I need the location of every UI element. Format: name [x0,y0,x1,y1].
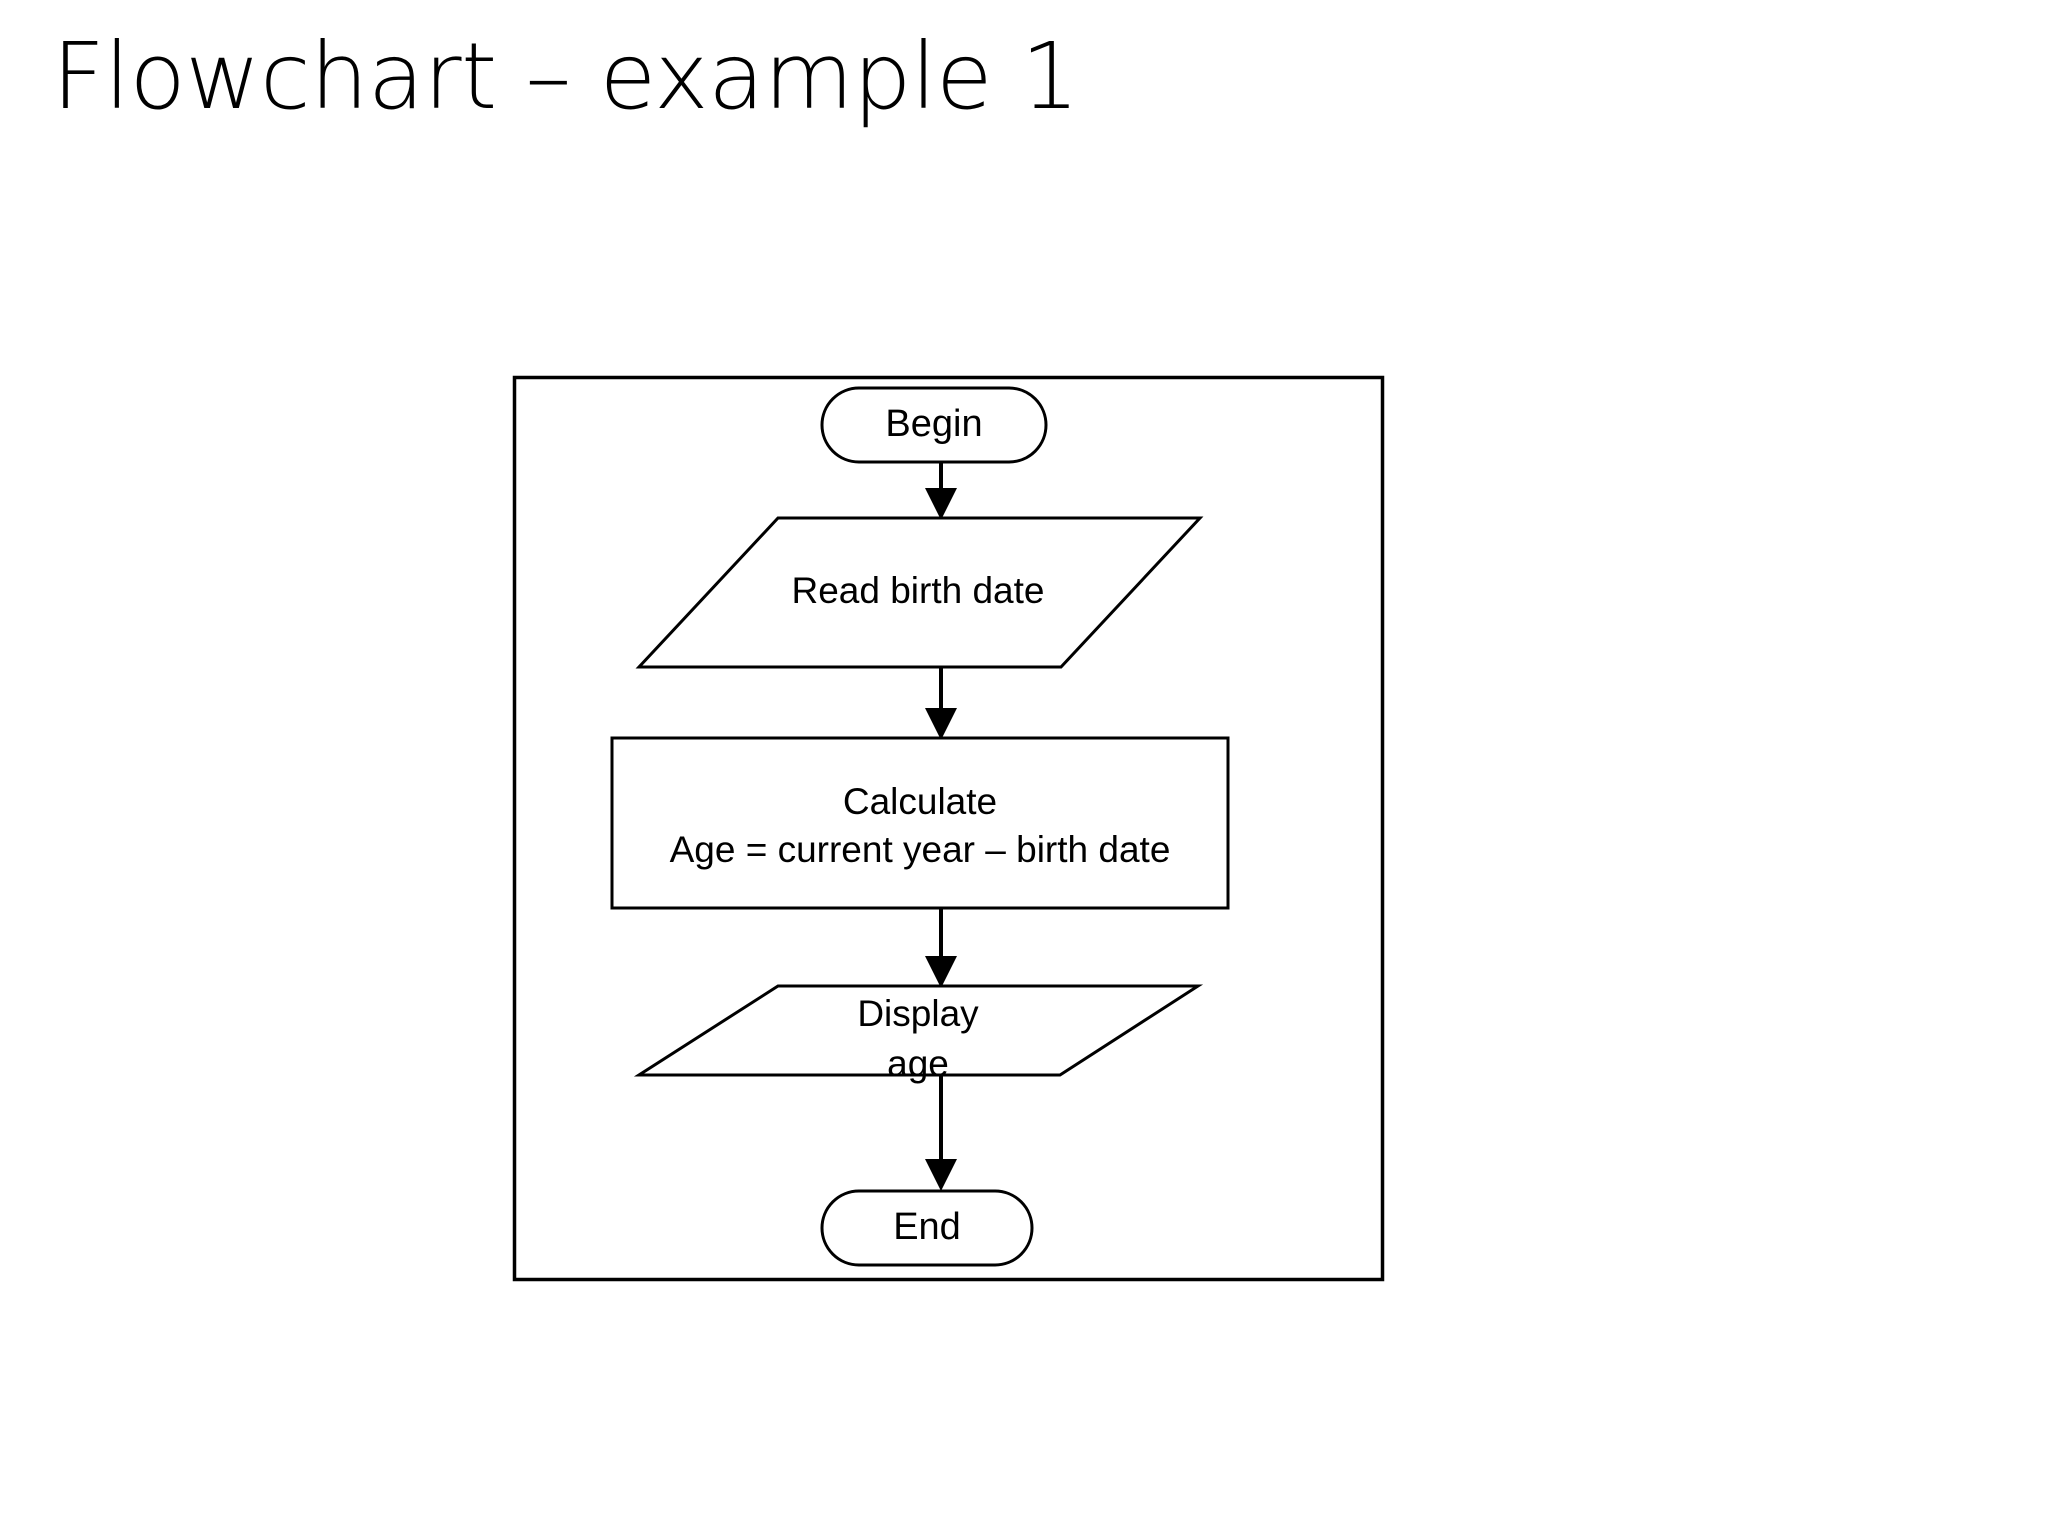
process-shape-calculate-age [610,736,1230,910]
node-display-age-line-1: Display [857,993,979,1034]
parallelogram-shape-display-age [633,984,1204,1077]
node-calculate-age[interactable]: Calculate Age = current year – birth dat… [610,736,1230,910]
node-begin-label: Begin [885,403,982,445]
node-end-label: End [893,1206,961,1248]
node-display-age-line-2: age [887,1043,949,1084]
parallelogram-shape-read-birth-date [635,516,1204,669]
node-calculate-age-line-1: Calculate [843,781,997,822]
edge-begin-read [925,462,957,520]
node-display-age[interactable]: Display age [633,984,1204,1084]
terminator-shape-end [820,1189,1034,1267]
edge-read-calculate [925,667,957,740]
page-title: Flowchart – example 1 [52,23,1079,130]
edge-calculate-display [925,908,957,988]
arrow-head-begin-read [925,488,957,520]
arrow-head-read-calculate [925,708,957,740]
arrow-head-display-end [925,1159,957,1191]
node-end[interactable]: End [820,1189,1034,1267]
flowchart-frame [512,375,1385,1282]
node-read-birth-date-label: Read birth date [791,570,1044,611]
terminator-shape-begin [820,386,1048,464]
edge-display-end [925,1075,957,1191]
node-read-birth-date[interactable]: Read birth date [635,516,1204,669]
node-begin[interactable]: Begin [820,386,1048,464]
arrow-head-calculate-display [925,956,957,988]
node-calculate-age-line-2: Age = current year – birth date [670,829,1171,870]
